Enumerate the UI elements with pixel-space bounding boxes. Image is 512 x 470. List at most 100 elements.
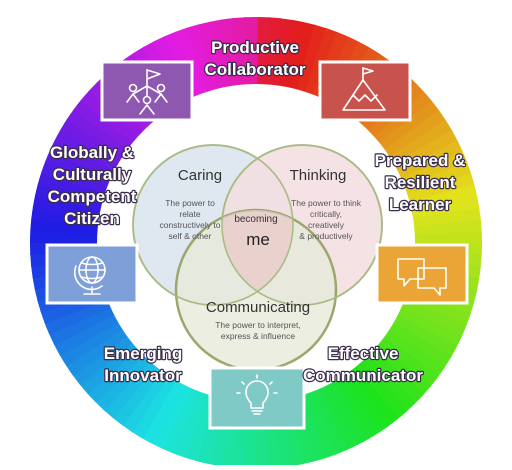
ring-segment (73, 99, 136, 152)
ring-segment (339, 369, 389, 434)
ring-segment (288, 21, 317, 93)
ring-segment (34, 182, 106, 211)
effective-communicator-line-2: Communicator (303, 366, 423, 385)
ring-segment (411, 219, 482, 237)
ring-segment (310, 385, 348, 455)
venn-diagram (132, 144, 383, 372)
ring-segment (173, 388, 208, 458)
caring-title: Caring (178, 167, 222, 184)
ring-segment (53, 312, 121, 356)
ring-segment (31, 205, 103, 227)
ring-segment (359, 353, 416, 413)
prepared-learner-line-1: Prepared & (375, 151, 466, 170)
ring-segment (112, 363, 165, 426)
ring-segment (394, 140, 464, 181)
thinking-desc-3: creatively (308, 220, 345, 230)
ring-segment (381, 327, 446, 378)
ring-segment (86, 346, 146, 403)
global-citizen-line-1: Globally & (50, 143, 134, 162)
thinking-title: Thinking (290, 167, 347, 184)
prepared-learner-line-3: Learner (389, 195, 452, 214)
communicator-tile (375, 243, 469, 305)
ring-segment (365, 347, 424, 405)
ring-segment (49, 138, 118, 180)
effective-communicator-line-1: Effective (328, 344, 399, 363)
ring-segment (386, 119, 453, 167)
communicating-desc-1: The power to interpret, (215, 320, 301, 330)
ring-segment (377, 100, 440, 153)
ring-segment (398, 151, 468, 189)
lightbulb-icon (236, 374, 278, 415)
ring-segment (44, 297, 114, 335)
caring-desc-2: relate (179, 209, 201, 219)
caring-desc-1: The power to (165, 198, 215, 208)
globe-icon (73, 256, 106, 295)
global-citizen-line-4: Citizen (64, 209, 120, 228)
ring-segment (162, 385, 201, 454)
ring-segment (353, 358, 408, 420)
center-becoming: becoming (234, 214, 277, 225)
learner-tile (318, 60, 412, 122)
ring-segment (54, 128, 122, 173)
mountain-flag-icon (342, 67, 386, 111)
ring-segment (79, 340, 141, 395)
ring-segment (382, 110, 447, 160)
collaborator-tile (100, 60, 194, 122)
ring-segment (318, 381, 359, 451)
prepared-learner-line-2: Resilient (385, 173, 456, 192)
ring-segment (232, 17, 250, 88)
ring-segment (401, 162, 472, 196)
emerging-innovator-line-1: Emerging (104, 344, 182, 363)
ring-segment (141, 377, 186, 445)
ring-segment (411, 231, 483, 245)
ring-segment (398, 298, 467, 337)
ring-segment (386, 321, 452, 368)
ring-segment (184, 390, 216, 462)
thinking-desc-1: The power to think (291, 198, 362, 208)
thinking-desc-2: critically, (310, 209, 342, 219)
caring-desc-4: self & other (169, 231, 212, 241)
ring-segment (325, 378, 369, 446)
ring-segment (121, 368, 172, 433)
ring-segment (45, 149, 114, 188)
ring-segment (151, 381, 193, 450)
citizen-tile (45, 243, 139, 305)
innovator-tile (208, 366, 306, 430)
ring-segment (280, 19, 305, 91)
ring-segment (371, 341, 432, 396)
emerging-innovator-line-2: Innovator (104, 366, 182, 385)
ring-segment (48, 305, 118, 346)
ring-segment (209, 19, 233, 91)
center-me: me (246, 230, 270, 249)
ring-segment (404, 173, 475, 204)
ring-segment (41, 160, 111, 195)
ring-segment (303, 388, 337, 459)
ring-segment (197, 21, 225, 93)
productive-collaborator-line-1: Productive (211, 38, 299, 57)
ring-segment (390, 313, 458, 358)
ring-segment (65, 326, 130, 376)
ring-segment (30, 217, 101, 235)
communicating-desc-2: express & influence (221, 331, 295, 341)
ring-segment (408, 196, 480, 220)
ring-segment (391, 130, 459, 174)
ring-segment (60, 118, 126, 165)
team-flag-icon (126, 69, 168, 115)
ring-segment (296, 24, 328, 96)
ring-segment (66, 108, 131, 159)
ring-segment (244, 16, 258, 88)
ring-segment (264, 17, 282, 88)
ring-segment (37, 171, 109, 203)
productive-collaborator-line-2: Collaborator (204, 60, 305, 79)
ring-segment (131, 373, 178, 439)
ring-segment (376, 334, 439, 387)
global-citizen-line-2: Culturally (53, 165, 132, 184)
communicating-title: Communicating (206, 299, 310, 316)
ring-segment (72, 333, 135, 386)
ring-segment (59, 319, 126, 367)
ring-segment (186, 24, 217, 95)
thinking-desc-4: & productively (299, 231, 353, 241)
speech-bubbles-icon (397, 258, 447, 296)
